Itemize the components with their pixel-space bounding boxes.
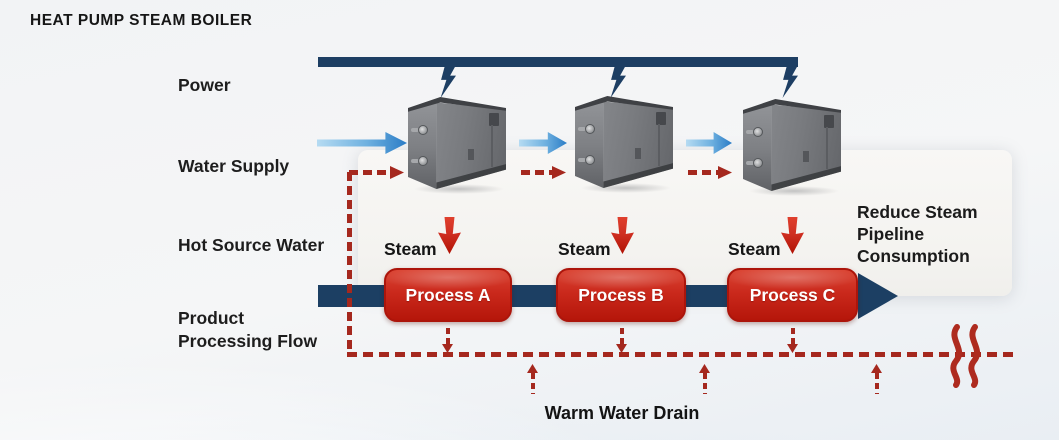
pipe-fitting-icon — [410, 155, 429, 166]
heat-pump-boiler-unit-3 — [743, 99, 841, 196]
vent-icon — [634, 148, 641, 160]
steam-squiggle-icon — [950, 324, 981, 388]
hot-source-dashed-arrow — [688, 170, 719, 175]
arrow-head-up-icon — [527, 364, 538, 373]
drain-horizontal-dashed-line — [347, 352, 1013, 357]
process-a-node: Process A — [384, 268, 512, 322]
boiler-shadow — [413, 184, 505, 194]
steam-label: Steam — [558, 239, 611, 259]
arrow-head-up-icon — [699, 364, 710, 373]
drain-return-dashed-stem — [703, 373, 707, 394]
heat-pump-boiler-unit-2 — [575, 96, 673, 193]
annotation-line3: Consumption — [857, 246, 970, 266]
door-seam — [658, 123, 661, 166]
drain-return-dashed-stem — [875, 373, 879, 394]
lightning-bolt-icon — [440, 66, 456, 98]
process-c-node: Process C — [727, 268, 858, 322]
lightning-bolt-icon — [610, 66, 626, 98]
pipe-fitting-icon — [410, 124, 429, 135]
annotation-line2: Pipeline — [857, 224, 925, 244]
annotation-line1: Reduce Steam — [857, 202, 978, 222]
arrow-head-down-icon — [616, 344, 627, 353]
row-label-hot-source-water: Hot Source Water — [178, 235, 325, 255]
page-title: HEAT PUMP STEAM BOILER — [30, 12, 253, 29]
row-label-product-line1: Product — [178, 308, 245, 328]
vent-icon — [467, 149, 474, 161]
drain-return-dashed-stem — [531, 373, 535, 394]
row-label-product-processing-flow: Product Processing Flow — [178, 307, 317, 353]
control-panel-icon — [489, 112, 500, 126]
steam-label: Steam — [728, 239, 781, 259]
pipe-fitting-icon — [745, 157, 764, 168]
pipe-fitting-icon — [577, 123, 596, 134]
row-label-product-line2: Processing Flow — [178, 331, 318, 351]
row-label-water-supply: Water Supply — [178, 156, 290, 176]
arrow-head-up-icon — [871, 364, 882, 373]
boiler-shadow — [748, 186, 840, 196]
door-seam — [491, 124, 494, 167]
arrow-head-down-icon — [442, 344, 453, 353]
boiler-shadow — [580, 183, 672, 193]
hot-source-dashed-arrow — [349, 170, 391, 175]
pipe-fitting-icon — [745, 126, 764, 137]
warm-water-drain-label: Warm Water Drain — [544, 403, 700, 423]
control-panel-icon — [656, 111, 667, 125]
boiler-front-face — [408, 102, 437, 189]
lightning-bolt-icon — [782, 66, 798, 98]
arrow-head-down-icon — [787, 344, 798, 353]
drain-drop-dashed-stem — [620, 328, 624, 344]
row-label-power: Power — [178, 75, 231, 95]
process-b-node: Process B — [556, 268, 686, 322]
boiler-front-face — [743, 104, 772, 191]
drain-drop-dashed-stem — [791, 328, 795, 344]
drain-drop-dashed-stem — [446, 328, 450, 344]
hot-source-dashed-arrow — [521, 170, 553, 175]
heat-pump-boiler-unit-1 — [408, 97, 506, 194]
door-seam — [826, 126, 829, 169]
vent-icon — [802, 151, 809, 163]
power-bus-line — [318, 57, 798, 67]
annotation-reduce-steam: Reduce Steam Pipeline Consumption — [857, 201, 1017, 267]
drain-vertical-dashed-line — [347, 172, 352, 355]
control-panel-icon — [824, 114, 835, 128]
boiler-front-face — [575, 101, 604, 188]
pipe-fitting-icon — [577, 154, 596, 165]
steam-label: Steam — [384, 239, 437, 259]
